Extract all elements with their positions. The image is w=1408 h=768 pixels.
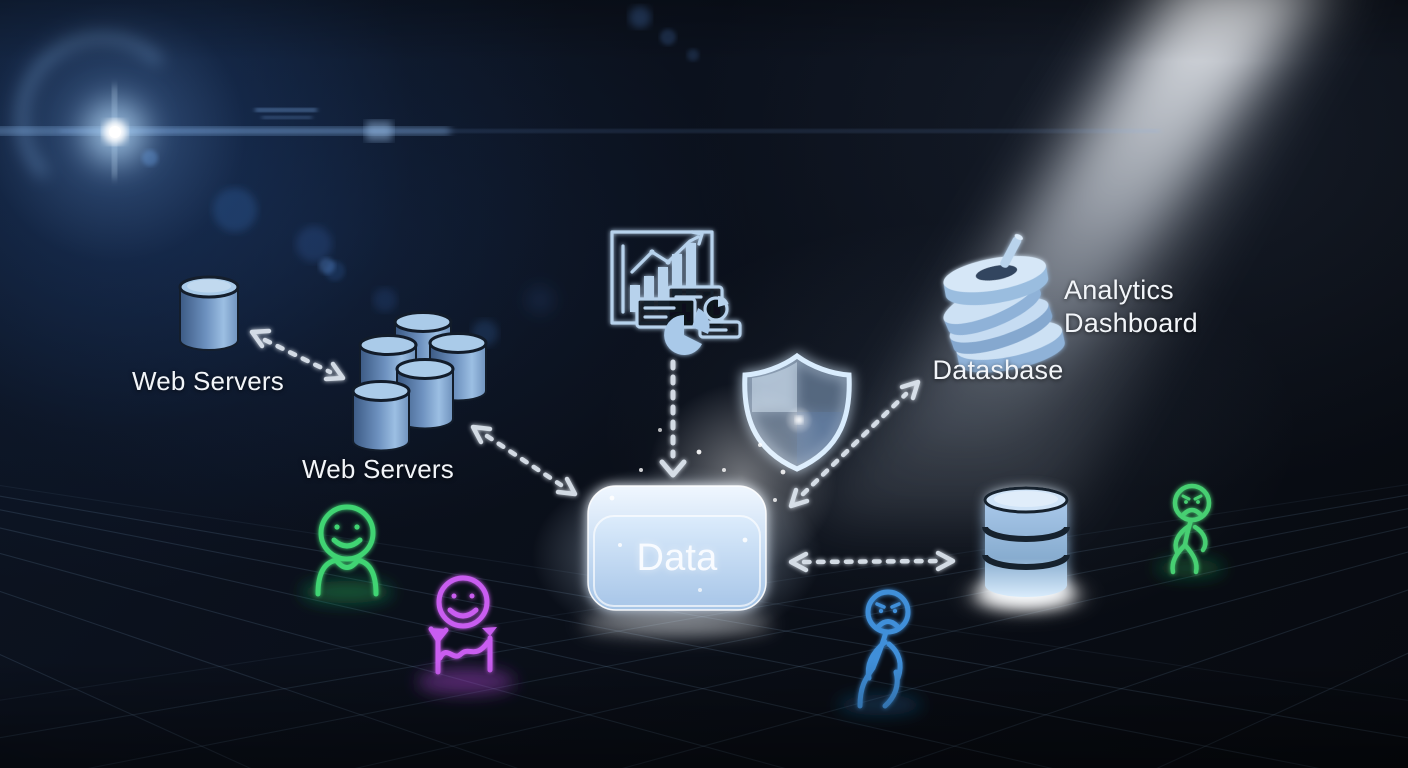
sad-user-blue-icon (838, 589, 922, 715)
arrow-cluster-data (470, 424, 578, 497)
excited-user-icon (418, 575, 514, 694)
tilted-database-icon (943, 233, 1065, 373)
arrow-servers-cluster (249, 328, 346, 382)
arrow-chart-data (659, 359, 687, 478)
arrow-data-stack (788, 379, 921, 509)
sad-user-green-icon (1156, 483, 1224, 577)
arrow-data-database (788, 550, 956, 573)
analytics-dashboard-label: Analytics Dashboard (1064, 275, 1198, 338)
happy-user-icon (302, 504, 392, 603)
web-servers-cluster-label: Web Servers (302, 454, 454, 484)
web-servers-left-label: Web Servers (132, 366, 284, 396)
web-server-cluster-icon (351, 311, 488, 452)
database-stack-label: Datasbase (932, 355, 1064, 385)
lens-flare-icon (0, 6, 1160, 346)
data-box-label: Data (636, 537, 718, 579)
web-server-icon (178, 275, 240, 351)
arrows (249, 328, 956, 573)
analytics-chart-icon (610, 230, 742, 355)
light-beam-icon (810, 0, 1348, 520)
database-icon (956, 486, 1096, 612)
data-box (582, 485, 772, 635)
sparkles (609, 428, 786, 592)
